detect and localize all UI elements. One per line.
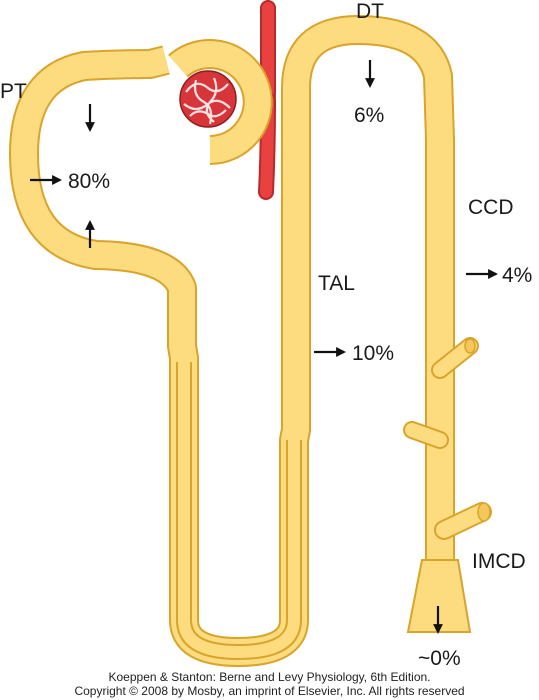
pct-tal: 10% (352, 342, 394, 365)
label-ccd: CCD (468, 196, 514, 219)
pct-imcd: ~0% (418, 647, 461, 670)
pct-ccd: 4% (502, 264, 532, 287)
percent-labels: 80% 6% 10% 4% ~0% (68, 104, 532, 670)
label-tal: TAL (318, 272, 355, 295)
label-imcd: IMCD (472, 550, 526, 573)
credit-line-1: Koeppen & Stanton: Berne and Levy Physio… (108, 670, 431, 684)
label-pt: PT (0, 80, 27, 103)
glomerulus (179, 70, 237, 128)
reabsorption-arrows (30, 60, 498, 634)
label-dt: DT (356, 0, 384, 23)
credit-line-2: Copyright © 2008 by Mosby, an imprint of… (74, 684, 465, 698)
pct-dt: 6% (354, 104, 384, 127)
segment-labels: PT DT TAL CCD IMCD (0, 0, 526, 573)
bowmans-capsule (168, 39, 273, 165)
nephron-tubule (9, 15, 492, 667)
pct-pt: 80% (68, 170, 110, 193)
